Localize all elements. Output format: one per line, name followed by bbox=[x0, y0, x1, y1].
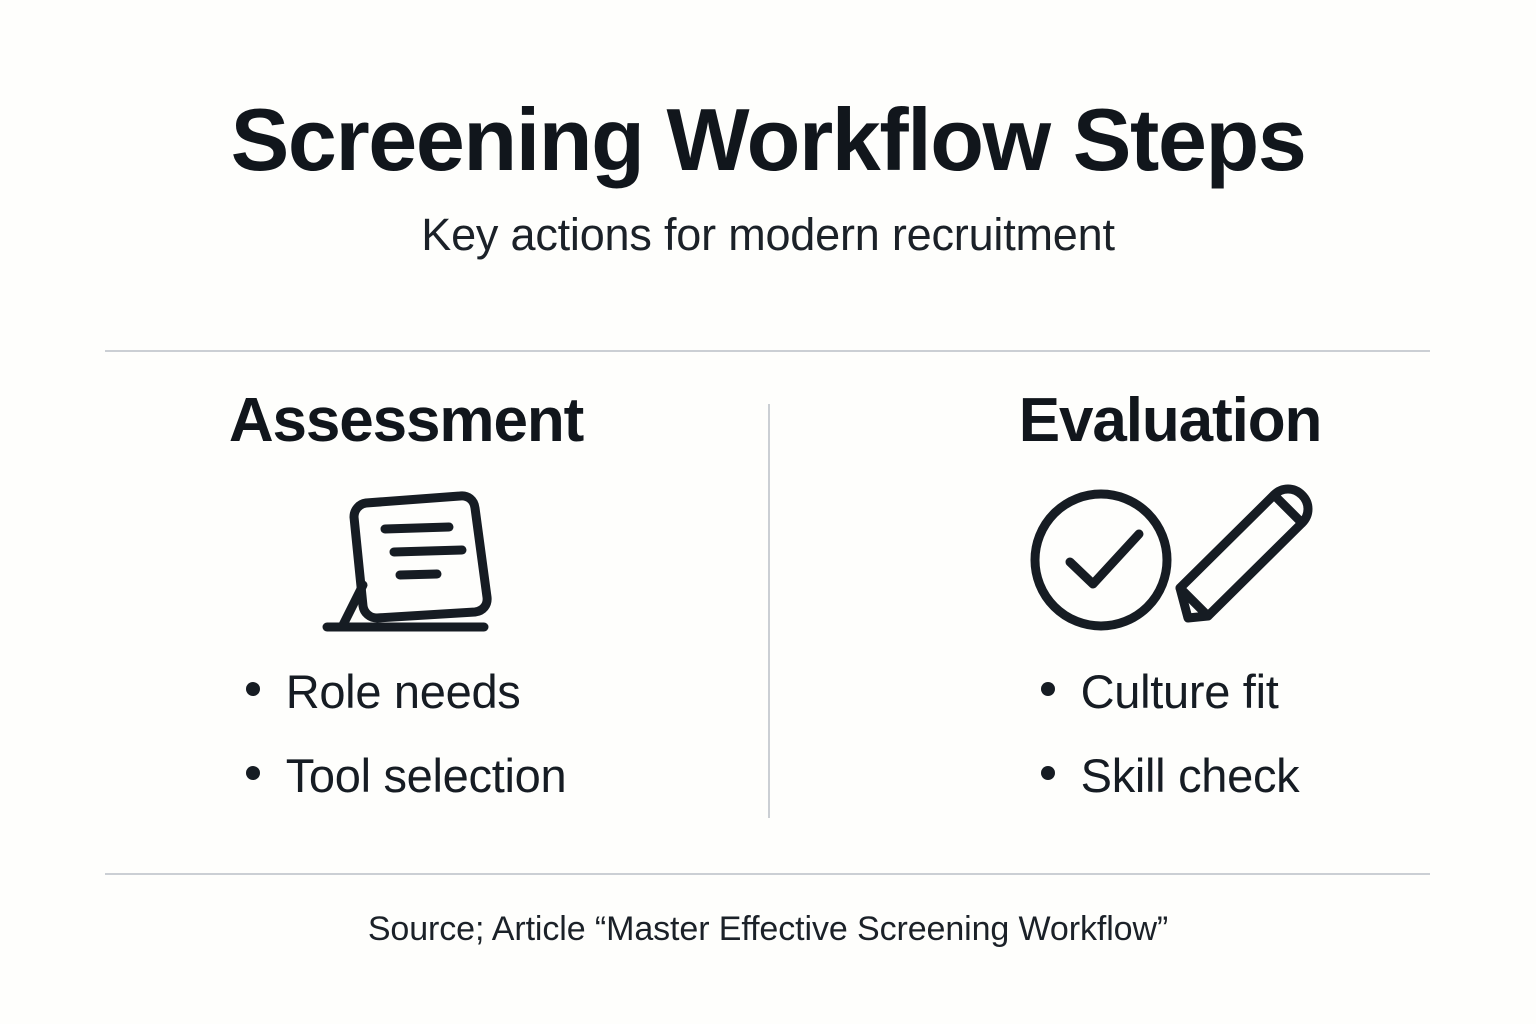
list-item-label: Tool selection bbox=[285, 749, 567, 802]
divider-top bbox=[105, 350, 1430, 352]
check-circle-and-pencil-icon bbox=[1025, 484, 1315, 634]
document-text-line-3 bbox=[395, 569, 442, 580]
bullet-dot-icon bbox=[1040, 682, 1055, 696]
checkmark-icon bbox=[1065, 529, 1144, 589]
column-separator bbox=[768, 404, 770, 818]
columns-container: Assessment Role nee bbox=[0, 390, 1536, 830]
column-evaluation: Evaluation Culture fit bbox=[768, 390, 1536, 830]
column-assessment: Assessment Role nee bbox=[0, 390, 768, 830]
list-item-label: Role needs bbox=[285, 665, 521, 718]
document-stand-leg bbox=[337, 580, 368, 632]
list-item: Role needs bbox=[245, 665, 567, 718]
list-item: Tool selection bbox=[245, 749, 567, 802]
list-item-label: Culture fit bbox=[1080, 665, 1279, 718]
slide-footer: Source; Article “Master Effective Screen… bbox=[0, 912, 1536, 946]
list-item: Skill check bbox=[1040, 749, 1300, 802]
document-on-stand-icon bbox=[318, 484, 494, 634]
page-subtitle: Key actions for modern recruitment bbox=[421, 209, 1115, 260]
column-heading-assessment: Assessment bbox=[228, 386, 584, 455]
list-item-label: Skill check bbox=[1080, 749, 1300, 802]
pencil-tip-line bbox=[1175, 583, 1213, 621]
bullet-list-evaluation: Culture fit Skill check bbox=[1040, 665, 1300, 802]
slide-header: Screening Workflow Steps Key actions for… bbox=[0, 0, 1536, 260]
bullet-dot-icon bbox=[245, 766, 260, 780]
document-on-stand-icon-svg bbox=[322, 491, 492, 632]
pencil-eraser-line bbox=[1269, 490, 1307, 528]
bullet-dot-icon bbox=[245, 682, 260, 696]
bullet-list-assessment: Role needs Tool selection bbox=[245, 665, 567, 802]
check-circle-and-pencil-icon-svg bbox=[1030, 484, 1313, 631]
check-circle-outline bbox=[1030, 489, 1172, 631]
document-text-line-1 bbox=[380, 522, 454, 534]
bullet-dot-icon bbox=[1040, 766, 1055, 780]
list-item: Culture fit bbox=[1040, 665, 1300, 718]
page-title: Screening Workflow Steps bbox=[230, 90, 1307, 189]
divider-bottom bbox=[105, 873, 1430, 875]
document-sheet-shape bbox=[349, 491, 492, 623]
column-heading-evaluation: Evaluation bbox=[1018, 386, 1323, 455]
document-text-line-2 bbox=[389, 545, 467, 557]
source-citation: Source; Article “Master Effective Screen… bbox=[367, 910, 1169, 948]
